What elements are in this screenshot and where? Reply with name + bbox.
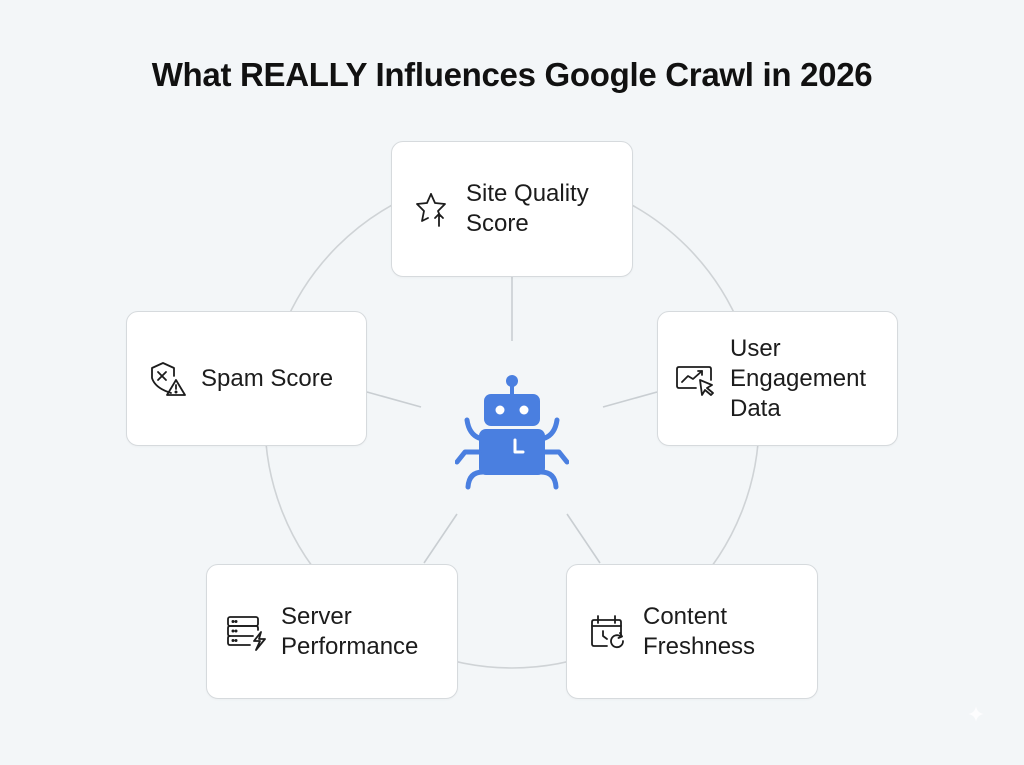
factor-label-spam-score: Spam Score xyxy=(201,364,334,392)
factor-card-site-quality: Site Quality Score xyxy=(391,141,633,277)
server-lightning-icon xyxy=(225,611,267,653)
factor-card-user-engagement: User Engagement Data xyxy=(657,311,898,446)
shield-x-warning-icon xyxy=(145,358,187,400)
calendar-refresh-icon xyxy=(587,611,629,653)
factor-card-server-performance: Server Performance xyxy=(206,564,458,699)
factor-label-server-performance: Server Performance xyxy=(281,602,419,660)
sparkle-watermark-icon xyxy=(968,706,984,722)
chart-cursor-icon xyxy=(674,358,716,400)
connector-line-right xyxy=(602,391,658,408)
factor-card-content-freshness: Content Freshness xyxy=(566,564,818,699)
factor-label-content-freshness: Content Freshness xyxy=(643,602,756,660)
factor-label-site-quality: Site Quality Score xyxy=(466,180,589,237)
star-arrow-up-icon xyxy=(410,188,452,230)
crawler-robot-spider-icon xyxy=(454,372,570,490)
factor-label-user-engagement: User Engagement Data xyxy=(730,334,867,422)
factor-card-spam-score: Spam Score xyxy=(126,311,367,446)
connector-line-bottom-right xyxy=(566,513,601,564)
connector-line-left xyxy=(366,391,422,408)
page-title: What REALLY Influences Google Crawl in 2… xyxy=(151,56,873,93)
connector-line-bottom-left xyxy=(423,513,458,564)
